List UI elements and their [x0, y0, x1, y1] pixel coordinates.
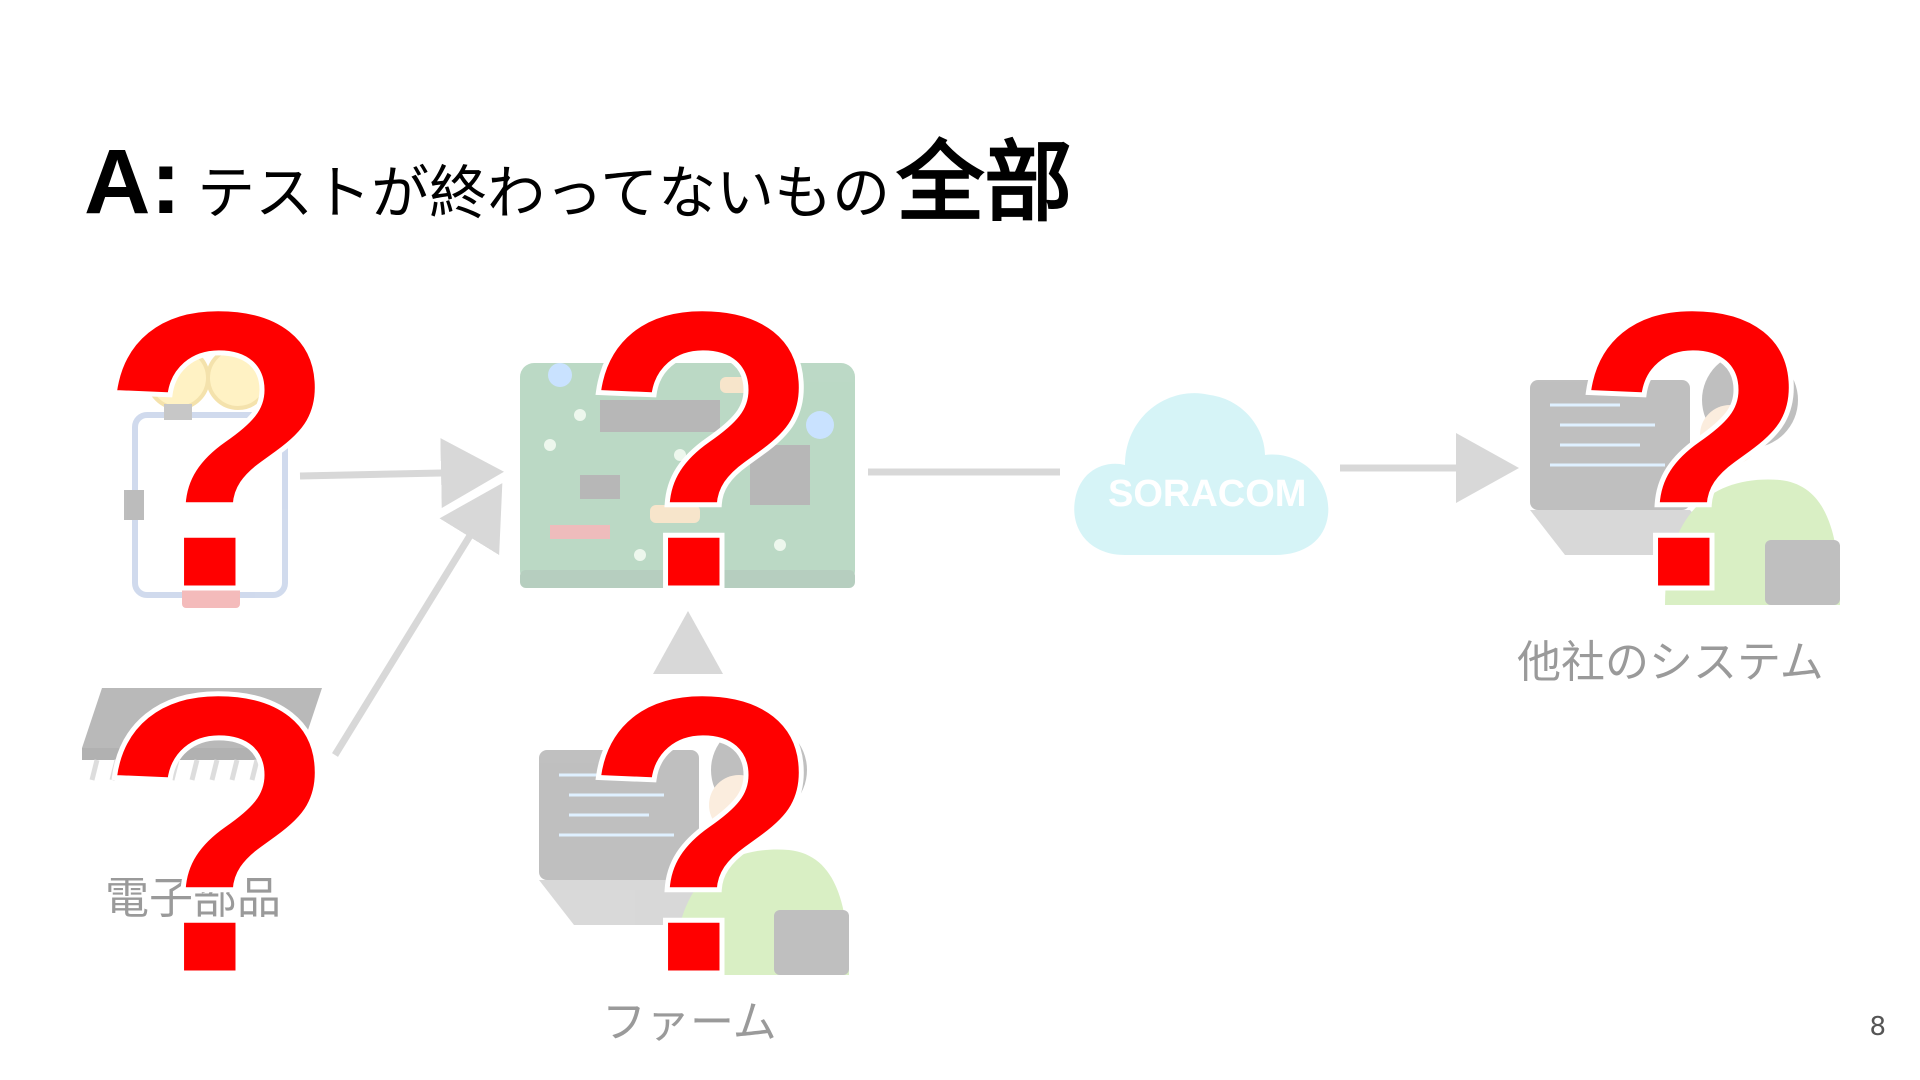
title-strong: 全部	[896, 131, 1073, 234]
page-number: 8	[1869, 1012, 1886, 1042]
cloud-icon	[1074, 393, 1329, 555]
parts-label: 電子部品	[105, 873, 281, 924]
title-prefix: A:	[84, 131, 182, 233]
developer-laptop-icon	[539, 722, 849, 975]
chip-icon	[82, 688, 322, 781]
title-body: テストが終わってないもの	[197, 159, 891, 227]
question-mark-icon: ?	[577, 226, 826, 673]
question-mark-icon: ?	[1567, 226, 1816, 673]
board-icon	[520, 363, 855, 588]
question-mark-icon: ?	[93, 611, 342, 1058]
cloud-label: SORACOM	[1108, 473, 1307, 515]
developer-laptop-icon	[1530, 352, 1840, 605]
slide-title: A:テストが終わってないもの全部	[84, 112, 1073, 234]
other-system-label: 他社のシステム	[1517, 637, 1824, 688]
arrow-chip-to-board	[332, 483, 503, 757]
question-mark-icon: ?	[93, 226, 342, 673]
question-mark-icon: ?	[577, 611, 826, 1058]
firmware-label: ファーム	[602, 997, 777, 1048]
circuit-icon	[124, 346, 288, 608]
arrow-circuit-to-board	[299, 438, 504, 509]
